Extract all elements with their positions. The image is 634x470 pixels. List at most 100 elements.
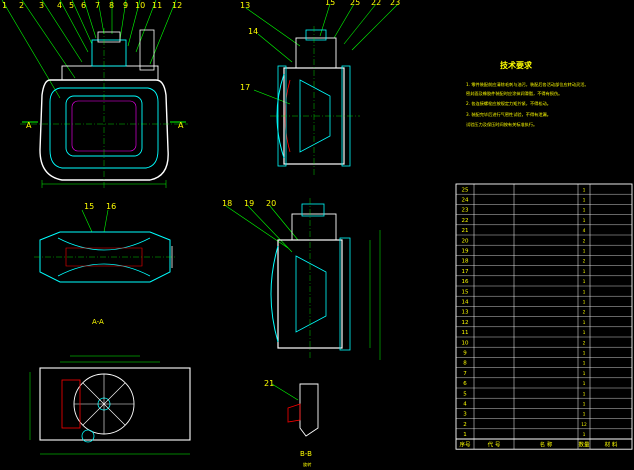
front-housing-inner <box>49 87 159 169</box>
parts-table-cell: 1 <box>583 371 586 377</box>
top-view-spokes <box>74 374 134 434</box>
aa-outer-profile <box>39 231 171 283</box>
parts-table-cell: 1 <box>583 279 586 285</box>
bb-section-label: B-B <box>300 450 312 458</box>
callout-12: 12 <box>172 1 182 10</box>
bb-side-plate <box>339 237 351 351</box>
parts-table-cell: 1 <box>583 320 586 326</box>
parts-table-cell: 1 <box>583 187 586 193</box>
parts-table-cell: 1 <box>583 269 586 275</box>
callout-5: 5 <box>69 1 74 10</box>
callout-13: 13 <box>240 1 250 10</box>
parts-table-cell: 1 <box>583 249 586 255</box>
parts-table-cell: 1 <box>583 289 586 295</box>
parts-table-cell: 15 <box>462 289 469 295</box>
technical-notes: 技术要求 1. 零件装配前应清除毛刺与油污，装配后各活动部位应转动灵活。 密封面… <box>466 60 589 128</box>
parts-table-cell: 17 <box>462 269 469 275</box>
note-line-1: 1. 零件装配前应清除毛刺与油污，装配后各活动部位应转动灵活。 <box>466 81 589 88</box>
callout-18: 18 <box>222 199 232 208</box>
parts-table-cell: 18 <box>462 259 469 265</box>
parts-table-header-cell: 数量 <box>578 440 590 448</box>
callout-23: 23 <box>390 0 400 7</box>
parts-table-cell: 16 <box>462 279 469 285</box>
parts-table-cell: 1 <box>583 198 586 204</box>
aa-inner-profile <box>57 237 151 277</box>
section-bb-view: 18 19 20 21 B-B 旋转 <box>222 198 381 468</box>
callout-8: 8 <box>109 1 114 10</box>
parts-table-cell: 1 <box>583 361 586 367</box>
parts-table-cell: 2 <box>583 310 586 316</box>
side-top-cap <box>305 29 327 41</box>
parts-table-cell: 23 <box>462 208 469 214</box>
parts-table-cell: 14 <box>462 300 469 306</box>
bb-cone <box>295 255 327 333</box>
front-actuator <box>91 39 127 67</box>
notes-title: 技术要求 <box>500 60 533 70</box>
parts-table-cell: 2 <box>583 238 586 244</box>
callout-15-side: 15 <box>325 0 335 7</box>
bb-lower-bracket <box>299 383 319 437</box>
callout-7: 7 <box>95 1 100 10</box>
parts-table-header-cell: 名 称 <box>540 440 553 448</box>
bb-top-mechanism <box>291 213 337 241</box>
callout-4: 4 <box>57 1 62 10</box>
parts-table-cell: 1 <box>583 351 586 357</box>
bb-section-sublabel: 旋转 <box>303 461 311 468</box>
callout-20: 20 <box>266 199 276 208</box>
parts-table-cell: 1 <box>583 218 586 224</box>
parts-table-cell: 1 <box>583 432 586 438</box>
top-view <box>29 355 191 455</box>
parts-table-cell: 12 <box>581 422 587 428</box>
callout-6: 6 <box>81 1 86 10</box>
parts-table-cell: 1 <box>583 300 586 306</box>
aa-section-label: A-A <box>92 318 104 326</box>
bb-top-cap <box>301 203 325 217</box>
parts-table-cell: 10 <box>462 340 469 346</box>
callout-17: 17 <box>240 83 250 92</box>
front-view-leaders <box>1 0 177 99</box>
parts-table-cell: 1 <box>583 391 586 397</box>
callout-2: 2 <box>19 1 24 10</box>
parts-table-cell: 22 <box>462 218 469 224</box>
parts-table-cell: 21 <box>462 228 469 234</box>
parts-table-cell: 24 <box>462 198 469 204</box>
parts-table-cell: 4 <box>583 228 586 234</box>
side-view: 13 14 17 15 25 22 23 <box>240 0 400 176</box>
note-line-5: 试验压力及保压时间按有关标准执行。 <box>466 121 537 128</box>
parts-table-cell: 19 <box>462 249 469 255</box>
callout-3: 3 <box>39 1 44 10</box>
callout-1: 1 <box>2 1 7 10</box>
bb-door <box>270 245 279 343</box>
note-line-4: 3. 装配完毕后进行气密性试验，不得有泄漏。 <box>466 111 551 118</box>
callout-21: 21 <box>264 379 274 388</box>
aa-seal <box>65 247 143 267</box>
parts-table-cell: 13 <box>462 310 469 316</box>
parts-table-cell: 1 <box>583 412 586 418</box>
front-valve <box>139 29 155 71</box>
note-line-2: 密封面及橡胶件装配时应涂抹润滑脂，不得有损伤。 <box>466 90 562 97</box>
callout-16-aa: 16 <box>106 202 116 211</box>
parts-table-cell: 2 <box>583 259 586 265</box>
front-view: 1 2 3 4 5 6 7 8 9 10 11 12 A A <box>1 0 188 190</box>
parts-table-cell: 1 <box>583 330 586 336</box>
callout-9: 9 <box>123 1 128 10</box>
parts-table-cell: 20 <box>462 238 469 244</box>
parts-table-cell: 8 <box>463 361 467 367</box>
section-mark-right: A <box>178 121 184 130</box>
bb-lower-latch <box>287 403 301 423</box>
parts-table-cell: 2 <box>463 422 467 428</box>
parts-table-cell: 2 <box>583 340 586 346</box>
parts-table-cell: 7 <box>463 371 467 377</box>
top-view-frame <box>39 367 191 441</box>
parts-table-cell: 9 <box>463 351 467 357</box>
front-actuator-top <box>97 31 121 43</box>
callout-10: 10 <box>135 1 145 10</box>
callout-22: 22 <box>371 0 381 7</box>
parts-table-cell: 3 <box>463 412 467 418</box>
parts-table-cell: 1 <box>583 381 586 387</box>
parts-table-header-cell: 序号 <box>459 440 471 448</box>
parts-table-header-cell: 材 料 <box>605 440 618 448</box>
note-line-3: 2. 各连接螺栓应按规定力矩拧紧，不得松动。 <box>466 100 551 107</box>
